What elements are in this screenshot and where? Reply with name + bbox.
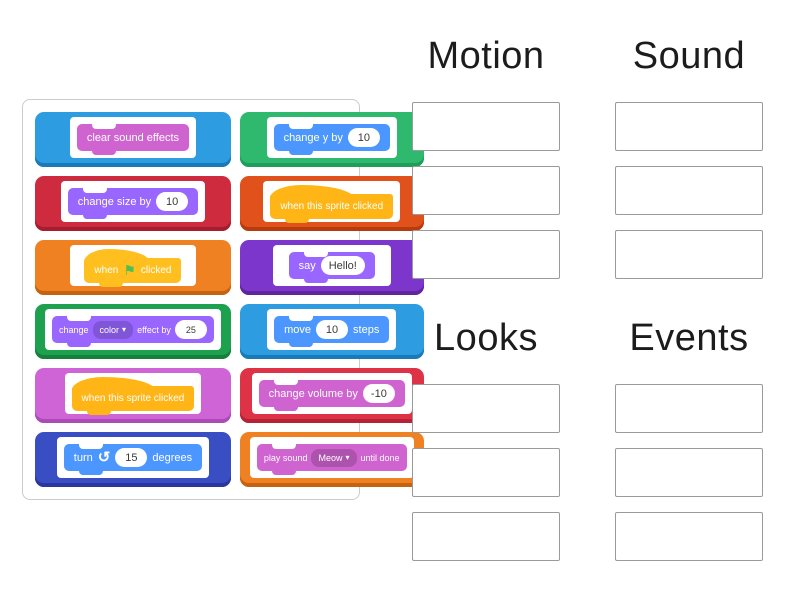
tile-change-volume-by[interactable]: change volume by -10 — [239, 368, 424, 423]
tile-change-color-effect[interactable]: change color ▾ effect by 25 — [35, 304, 231, 359]
tile-card: turn ↺ 15 degrees — [56, 437, 210, 478]
drop-zone-motion-1[interactable] — [412, 102, 560, 151]
scratch-block-looks: change size by 10 — [67, 188, 199, 219]
turn-counterclockwise-icon: ↺ — [97, 449, 111, 466]
text-input: Hello! — [320, 256, 365, 275]
block-text: play sound — [263, 452, 308, 463]
block-text: clear sound effects — [86, 131, 180, 144]
scratch-block-motion: change y by 10 — [273, 124, 390, 155]
drop-zone-sound-1[interactable] — [615, 102, 763, 151]
tile-say-hello[interactable]: say Hello! — [239, 240, 424, 295]
number-input: 15 — [115, 448, 148, 467]
scratch-block-looks: say Hello! — [288, 252, 375, 283]
group-title-motion: Motion — [427, 34, 545, 77]
drop-zone-motion-2[interactable] — [412, 166, 560, 215]
dropdown-value: color — [99, 324, 120, 335]
block-text: when this sprite clicked — [280, 200, 384, 212]
block-bank-panel: clear sound effects change y by 10 chang… — [22, 99, 424, 500]
tile-clear-sound-effects[interactable]: clear sound effects — [35, 112, 231, 167]
number-input: 25 — [174, 320, 207, 339]
group-title-events: Events — [629, 316, 749, 359]
scratch-block-sound: play sound Meow ▾ until done — [256, 444, 407, 475]
block-text: change size by — [77, 195, 152, 208]
group-looks: Looks — [412, 312, 560, 561]
tile-card: play sound Meow ▾ until done — [249, 437, 414, 478]
group-motion: Motion — [412, 30, 560, 279]
tile-card: change y by 10 — [266, 117, 397, 158]
chevron-down-icon: ▾ — [345, 452, 350, 462]
drop-zone-looks-3[interactable] — [412, 512, 560, 561]
drop-zone-motion-3[interactable] — [412, 230, 560, 279]
chevron-down-icon: ▾ — [122, 324, 127, 334]
tile-card: say Hello! — [272, 245, 391, 286]
scratch-block-sound: change volume by -10 — [258, 380, 405, 411]
group-sound: Sound — [615, 30, 763, 279]
block-text: when — [94, 264, 119, 276]
drop-zone-sound-2[interactable] — [615, 166, 763, 215]
block-text: clicked — [140, 264, 172, 276]
number-input: -10 — [362, 384, 395, 403]
scratch-block-sound: clear sound effects — [76, 124, 190, 155]
block-text: degrees — [152, 451, 193, 464]
tile-card: change color ▾ effect by 25 — [45, 309, 221, 350]
tile-card: change volume by -10 — [251, 373, 412, 414]
block-text: move — [284, 323, 312, 336]
scratch-block-motion: turn ↺ 15 degrees — [63, 444, 203, 475]
group-title-looks: Looks — [434, 316, 538, 359]
group-events: Events — [615, 312, 763, 561]
drop-zone-looks-1[interactable] — [412, 384, 560, 433]
tile-change-y-by[interactable]: change y by 10 — [239, 112, 424, 167]
scratch-hat-block-events: when ⚑ clicked — [84, 248, 182, 287]
tile-card: when this sprite clicked — [263, 181, 401, 223]
tile-card: change size by 10 — [60, 181, 206, 222]
drop-zone-events-1[interactable] — [615, 384, 763, 433]
tile-card: clear sound effects — [69, 117, 197, 158]
tile-card: move 10 steps — [267, 309, 397, 350]
tile-play-sound-until-done[interactable]: play sound Meow ▾ until done — [239, 432, 424, 487]
green-flag-icon: ⚑ — [123, 262, 136, 278]
block-text: change volume by — [268, 387, 358, 400]
block-text: turn — [73, 451, 93, 464]
tile-when-this-sprite-clicked-1[interactable]: when this sprite clicked — [239, 176, 424, 231]
block-text: change — [59, 324, 89, 335]
dropdown-value: Meow — [318, 452, 343, 463]
tile-turn-degrees[interactable]: turn ↺ 15 degrees — [35, 432, 231, 487]
drop-zone-events-2[interactable] — [615, 448, 763, 497]
scratch-block-looks: change color ▾ effect by 25 — [52, 316, 214, 347]
block-text: effect by — [137, 324, 171, 335]
tile-when-flag-clicked[interactable]: when ⚑ clicked — [35, 240, 231, 295]
number-input: 10 — [156, 192, 189, 211]
block-text: when this sprite clicked — [81, 392, 185, 404]
block-text: steps — [353, 323, 380, 336]
tile-card: when this sprite clicked — [64, 373, 202, 415]
block-text: until done — [360, 452, 400, 463]
tile-change-size-by[interactable]: change size by 10 — [35, 176, 231, 231]
number-input: 10 — [316, 320, 349, 339]
number-input: 10 — [347, 128, 380, 147]
tile-card: when ⚑ clicked — [69, 245, 197, 287]
block-text: change y by — [283, 131, 343, 144]
tile-when-this-sprite-clicked-2[interactable]: when this sprite clicked — [35, 368, 231, 423]
dropdown-color: color ▾ — [92, 320, 134, 339]
tile-move-steps[interactable]: move 10 steps — [239, 304, 424, 359]
drop-zone-events-3[interactable] — [615, 512, 763, 561]
scratch-hat-block-events: when this sprite clicked — [270, 184, 394, 223]
dropdown-sound: Meow ▾ — [311, 448, 357, 467]
drop-zone-looks-2[interactable] — [412, 448, 560, 497]
scratch-block-motion: move 10 steps — [274, 316, 390, 347]
drop-zone-sound-3[interactable] — [615, 230, 763, 279]
group-title-sound: Sound — [632, 34, 746, 77]
block-text: say — [298, 259, 316, 272]
scratch-hat-block-events: when this sprite clicked — [71, 376, 195, 415]
